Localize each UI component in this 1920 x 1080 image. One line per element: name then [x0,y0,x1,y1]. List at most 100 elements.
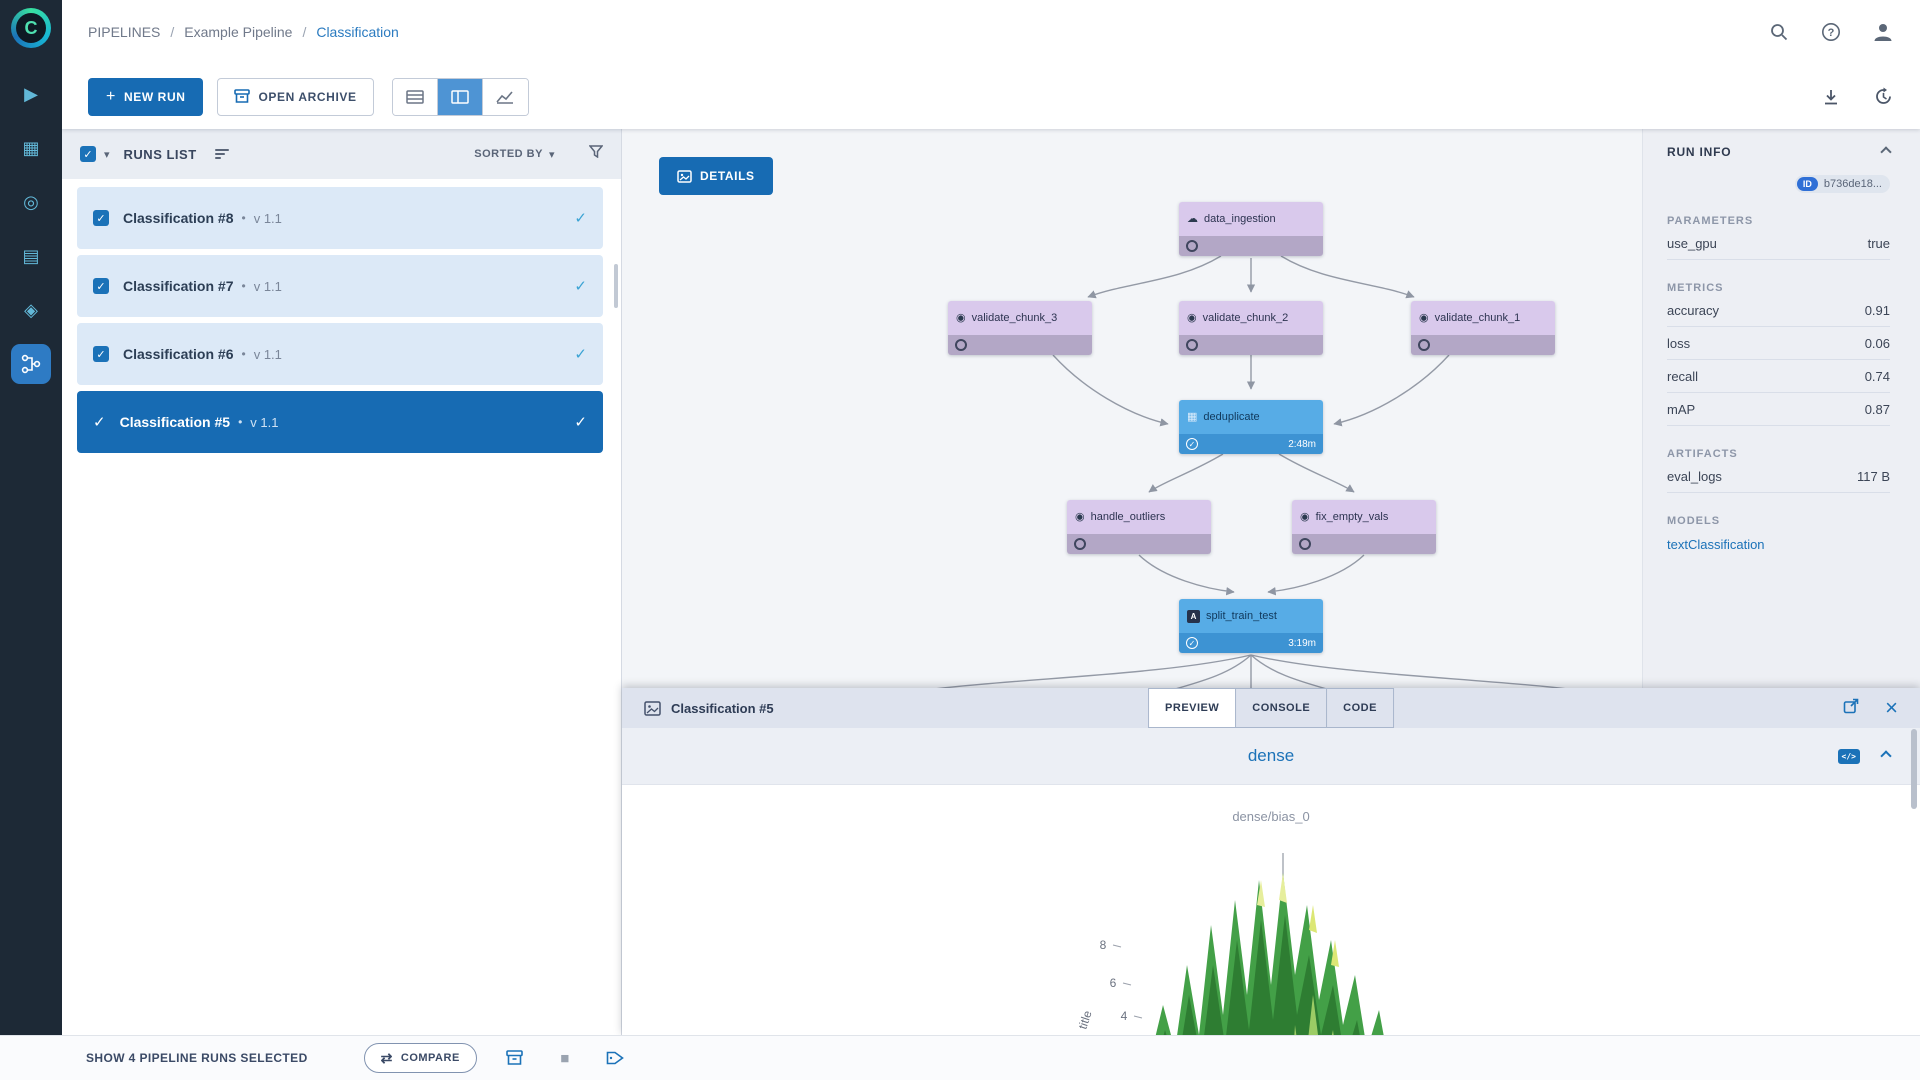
bullet-icon: • [241,279,246,293]
reports-icon[interactable]: ◈ [24,299,38,320]
metrics-section-title: METRICS [1667,282,1724,294]
open-in-new-icon[interactable] [1843,698,1859,719]
view-toggle-group [391,77,529,116]
collapse-panel-icon[interactable] [1880,146,1892,158]
run-info-title: RUN INFO [1667,145,1732,159]
row-checkbox[interactable]: ✓ [93,346,109,362]
footer-bar: SHOW 4 PIPELINE RUNS SELECTED ⇄ COMPARE … [0,1035,1920,1080]
dense-section-header: dense </> [622,728,1920,785]
tab-code[interactable]: CODE [1326,688,1394,728]
caret-down-icon: ▾ [548,148,555,161]
run-id-value: b736de18... [1823,178,1882,190]
cloud-icon: ☁ [1187,212,1198,225]
split-view-toggle[interactable] [437,78,483,115]
sidebar: C ▶ ▦ ◎ ▤ ◈ [0,0,62,1035]
dag-node-validate-chunk-1[interactable]: ◉validate_chunk_1 [1411,301,1555,355]
filter-icon[interactable] [588,145,604,163]
select-dropdown-caret[interactable]: ▾ [104,148,110,161]
dag-node-fix-empty-vals[interactable]: ◉fix_empty_vals [1292,500,1436,554]
table-view-toggle[interactable] [392,78,438,115]
embed-code-icon[interactable]: </> [1837,748,1860,764]
process-icon: ◉ [1187,311,1197,324]
preview-content: dense/bias_0 8 6 4 title [622,785,1920,1035]
preview-tabs: PREVIEW CONSOLE CODE [1148,688,1394,728]
grid-icon: ▦ [1187,410,1198,423]
collapse-section-icon[interactable] [1880,750,1892,762]
script-icon: A [1187,609,1200,623]
abort-icon[interactable]: ■ [560,1049,570,1067]
pipelines-icon[interactable] [11,344,51,384]
dag-node-validate-chunk-3[interactable]: ◉validate_chunk_3 [948,301,1092,355]
projects-icon[interactable]: ▦ [22,137,40,158]
details-button[interactable]: DETAILS [659,157,773,195]
check-icon: ✓ [96,212,106,225]
bottom-preview-panel: Classification #5 PREVIEW CONSOLE CODE ×… [622,688,1920,1035]
queues-icon[interactable]: ◎ [23,191,39,212]
run-row-classification-5[interactable]: ✓ Classification #5 • v 1.1 ✓ [77,391,603,453]
run-row-classification-8[interactable]: ✓ Classification #8 • v 1.1 ✓ [77,187,603,249]
runs-list-scrollbar[interactable] [614,264,618,308]
column-settings-icon[interactable] [214,149,229,159]
model-link-textclassification[interactable]: textClassification [1667,537,1765,552]
sorted-by-dropdown[interactable]: SORTED BY ▾ [474,148,555,161]
tab-preview[interactable]: PREVIEW [1148,688,1236,728]
dag-node-data-ingestion[interactable]: ☁data_ingestion [1179,202,1323,256]
row-checkbox[interactable]: ✓ [93,210,109,226]
archive-icon [234,89,251,103]
run-id-pill[interactable]: ID b736de18... [1794,175,1890,193]
bottom-panel-header: Classification #5 PREVIEW CONSOLE CODE × [622,688,1920,728]
artifacts-section-title: ARTIFACTS [1667,448,1738,460]
z-tick-4: 4 [1121,1009,1128,1023]
compare-button[interactable]: ⇄ COMPARE [363,1043,477,1073]
status-completed-icon: ✓ [1186,637,1198,649]
runs-rows: ✓ Classification #8 • v 1.1 ✓ ✓ Classifi… [62,179,621,453]
pipelines-glyph [21,354,41,374]
clearml-logo[interactable]: C [11,8,51,48]
search-icon[interactable] [1768,21,1790,43]
check-icon: ✓ [96,280,106,293]
run-row-classification-6[interactable]: ✓ Classification #6 • v 1.1 ✓ [77,323,603,385]
plot-title: dense/bias_0 [1232,809,1310,824]
select-all-checkbox[interactable]: ✓ [80,146,96,162]
breadcrumb-pipelines[interactable]: PIPELINES [88,24,161,40]
selected-check-icon: ✓ [93,414,106,431]
tab-console[interactable]: CONSOLE [1235,688,1327,728]
process-icon: ◉ [1300,510,1310,523]
chart-view-toggle[interactable] [482,78,528,115]
runs-list-header: ✓ ▾ RUNS LIST SORTED BY ▾ [62,129,621,308]
status-pending-icon [955,339,967,351]
selection-summary: SHOW 4 PIPELINE RUNS SELECTED [86,1051,308,1065]
run-info-panel: RUN INFO ID b736de18... PARAMETERS use_g… [1642,129,1920,688]
run-row-classification-7[interactable]: ✓ Classification #7 • v 1.1 ✓ [77,255,603,317]
row-checkbox[interactable]: ✓ [93,278,109,294]
node-duration: 2:48m [1288,438,1316,450]
download-icon[interactable] [1820,86,1842,108]
archive-icon[interactable] [503,1046,527,1070]
dag-edges [936,255,1566,688]
tags-icon[interactable] [603,1046,627,1070]
process-icon: ◉ [1419,311,1429,324]
datasets-icon[interactable]: ▤ [22,245,40,266]
compare-icon: ⇄ [380,1049,393,1066]
bullet-icon: • [241,211,246,225]
surface-plot[interactable]: 8 6 4 title [991,845,1551,1035]
open-archive-button[interactable]: OPEN ARCHIVE [217,77,374,116]
dag-node-validate-chunk-2[interactable]: ◉validate_chunk_2 [1179,301,1323,355]
new-run-button[interactable]: + NEW RUN [88,77,204,116]
run-queue-icon[interactable] [1872,86,1894,108]
breadcrumb-separator: / [302,24,307,40]
close-icon[interactable]: × [1885,695,1898,720]
dag-canvas[interactable]: DETAILS ☁data_ingestion ◉validate_chunk_… [622,129,1642,688]
dag-node-deduplicate[interactable]: ▦deduplicate ✓2:48m [1179,400,1323,454]
user-avatar[interactable] [1872,21,1894,43]
breadcrumb-separator: / [170,24,175,40]
status-completed-icon: ✓ [574,210,587,227]
breadcrumb-example-pipeline[interactable]: Example Pipeline [184,24,293,40]
panel-scrollbar[interactable] [1911,729,1917,809]
dag-node-handle-outliers[interactable]: ◉handle_outliers [1067,500,1211,554]
launch-icon[interactable]: ▶ [24,83,38,104]
help-icon[interactable]: ? [1820,21,1842,43]
details-icon [677,169,692,183]
